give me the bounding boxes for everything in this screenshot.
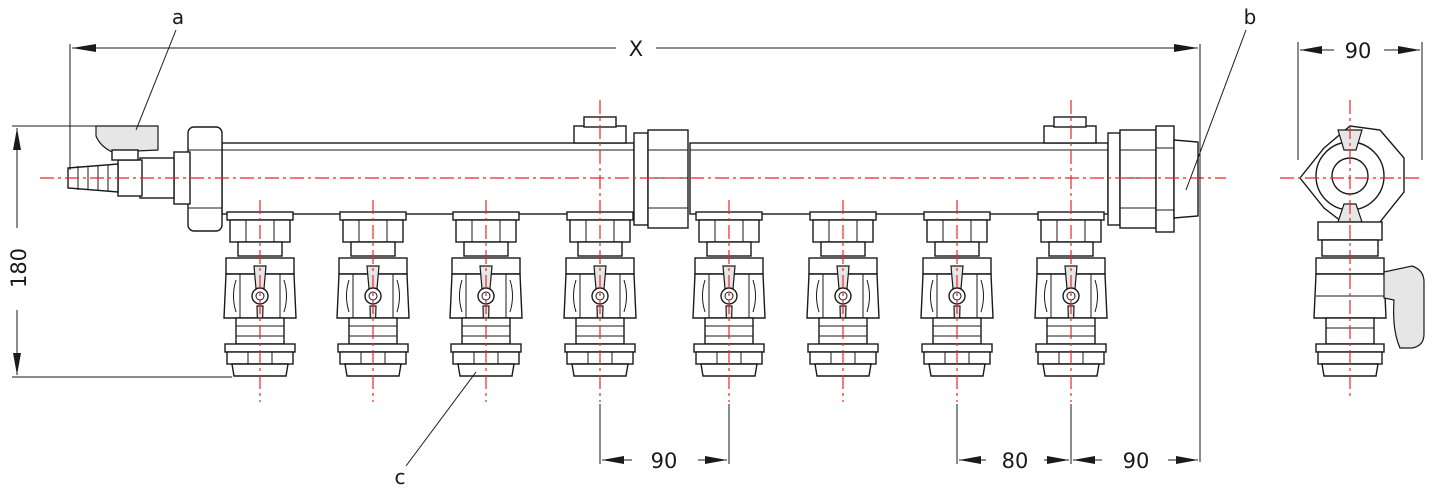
callout-b: b [1185, 5, 1257, 191]
callout-b-label: b [1244, 5, 1257, 29]
dimension-side-width: 90 [1297, 39, 1423, 160]
manifold-pipe [221, 116, 1109, 229]
side-view [1299, 125, 1425, 377]
dimension-spacing-a: 90 [599, 404, 730, 473]
callout-c-label: c [395, 465, 406, 489]
dimension-x: X [69, 37, 1201, 462]
end-fitting [1107, 125, 1199, 233]
dimension-spacing-b-label: 80 [1002, 449, 1029, 473]
dimension-spacing-a-label: 90 [651, 449, 678, 473]
outlet-valves [223, 211, 1108, 377]
dimension-height: 180 [7, 125, 232, 378]
callout-a: a [135, 5, 184, 131]
dimension-spacing-b: 80 [956, 404, 1072, 473]
center-lines [40, 100, 1420, 402]
dimension-x-label: X [629, 37, 643, 61]
callout-a-label: a [172, 5, 184, 29]
dimension-side-width-label: 90 [1345, 39, 1372, 63]
callout-c: c [395, 371, 477, 489]
dimension-height-label: 180 [7, 248, 31, 288]
dimension-end-offset-label: 90 [1123, 449, 1150, 473]
dimension-end-offset: 90 [1073, 449, 1198, 473]
